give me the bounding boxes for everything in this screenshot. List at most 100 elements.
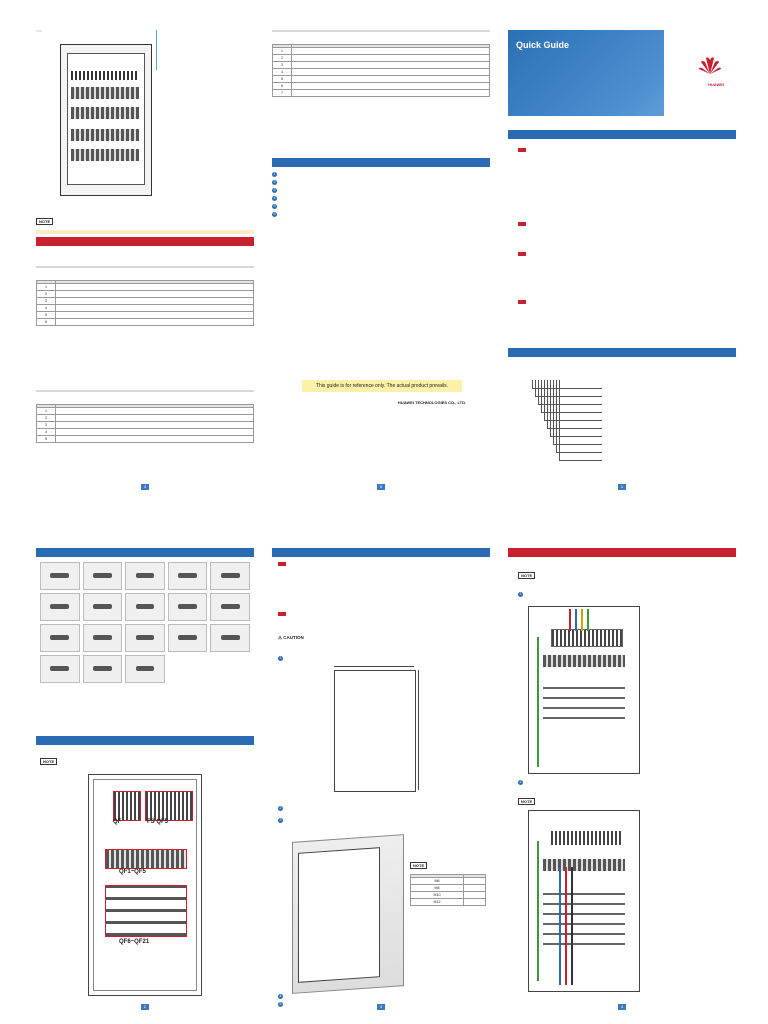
cables-note-2: NOTE — [518, 790, 728, 808]
tool-image — [167, 624, 208, 652]
page-number: 4 — [618, 1004, 626, 1010]
table-row: 5 — [36, 311, 254, 319]
leader-line — [547, 380, 548, 428]
table-row: 1 — [36, 283, 254, 291]
row-text — [55, 407, 254, 415]
table-row: 1 — [272, 47, 490, 55]
step-number: 3 — [272, 188, 277, 193]
leader-line — [532, 388, 602, 389]
step-number: 6 — [272, 212, 277, 217]
leader-line — [538, 404, 602, 405]
table-row: 3 — [36, 421, 254, 429]
note-block: NOTE — [36, 210, 254, 234]
page-tools-layout: NOTE QF FS QF5 QF1~QF5 QF6~QF21 2 — [36, 548, 254, 1010]
step-number: 2 — [272, 180, 277, 185]
tool-item — [167, 593, 208, 621]
power-steps: 1 2 3 4 5 6 — [272, 172, 490, 220]
row-text — [462, 898, 487, 906]
section-layout — [36, 736, 254, 745]
tool-item — [167, 624, 208, 652]
leader-line — [544, 420, 602, 421]
step-2: 2 — [278, 806, 283, 811]
row-number: 2 — [36, 414, 56, 422]
tool-item — [125, 624, 165, 652]
checking-before-title — [278, 562, 286, 566]
power-step: 5 — [272, 204, 490, 209]
row-number: 5 — [272, 75, 292, 83]
table-row: M10 — [410, 891, 487, 899]
section-install-box — [272, 548, 490, 557]
row-text — [55, 283, 254, 291]
brand-text: HUAWEI — [708, 82, 724, 87]
row-text — [291, 68, 490, 76]
cable-checklist-title — [272, 30, 490, 32]
step-1: 1 — [278, 656, 283, 661]
table-row: 7 — [272, 89, 490, 97]
rear-view-drawing — [334, 670, 416, 792]
row-number: 5 — [36, 311, 56, 319]
note-icon: NOTE — [518, 798, 536, 805]
fs-qf5-label: FS QF5 — [147, 819, 169, 825]
page-number: 2 — [141, 1004, 149, 1010]
cables-note: NOTE — [518, 564, 728, 582]
tool-item — [125, 655, 165, 683]
company-name: HUAWEI TECHNOLOGIES CO., LTD. — [397, 400, 467, 405]
row-number: 1 — [272, 47, 292, 55]
power-step: 1 — [272, 172, 490, 177]
leader-line — [544, 380, 545, 420]
caution-icon: ⚠ CAUTION — [278, 635, 304, 640]
personnel-title — [518, 252, 526, 256]
tool-image — [82, 624, 123, 652]
step-number: 4 — [272, 196, 277, 201]
tool-image — [40, 624, 80, 652]
table-row: 1 — [36, 407, 254, 415]
reference-text: This guide is for reference only. The ac… — [315, 383, 449, 389]
tool-image — [167, 593, 208, 621]
row-text — [462, 884, 487, 892]
page-cover: Quick Guide HUAWEI 1 — [508, 30, 736, 490]
row-number: 6 — [272, 82, 292, 90]
table-row: 6 — [36, 318, 254, 326]
table-row: M12 — [410, 898, 487, 906]
electrical-checklist-title — [36, 266, 254, 268]
cover-subtitle: Quick Guide — [516, 40, 570, 50]
caution-block: ⚠ CAUTION — [278, 626, 486, 644]
row-text — [291, 61, 490, 69]
row-text — [55, 304, 254, 312]
tool-item — [82, 593, 123, 621]
tool-image — [40, 562, 80, 590]
qf1-qf5-label: QF1~QF5 — [119, 869, 146, 875]
dim-side — [418, 670, 421, 790]
section-tools — [36, 548, 254, 557]
tool-item — [40, 624, 80, 652]
row-number: 3 — [36, 297, 56, 305]
hardware-checklist-title — [36, 390, 254, 392]
table-row: 5 — [272, 75, 490, 83]
cover-title: Quick Guide — [516, 40, 596, 56]
step-2: 2 — [518, 780, 523, 785]
qf-label: QF — [113, 819, 122, 825]
row-number: 1 — [36, 407, 56, 415]
power-step: 6 — [272, 212, 490, 217]
tool-image — [82, 562, 123, 590]
row-text — [55, 297, 254, 305]
label-top — [36, 30, 42, 32]
reference-banner: This guide is for reference only. The ac… — [302, 380, 462, 392]
tool-item — [82, 655, 123, 683]
table-row: 6 — [272, 82, 490, 90]
safety-title — [518, 148, 526, 152]
tool-image — [125, 562, 165, 590]
tool-image — [125, 624, 165, 652]
leader-line — [550, 436, 602, 437]
row-number: 4 — [272, 68, 292, 76]
note-icon: NOTE — [518, 572, 536, 579]
row-number: 1 — [36, 283, 56, 291]
tool-item — [125, 562, 165, 590]
tool-image — [125, 593, 165, 621]
leader-line — [532, 380, 533, 388]
tool-image — [210, 562, 250, 590]
layout-drawing: QF FS QF5 QF1~QF5 QF6~QF21 — [88, 774, 202, 996]
tool-item — [82, 624, 123, 652]
